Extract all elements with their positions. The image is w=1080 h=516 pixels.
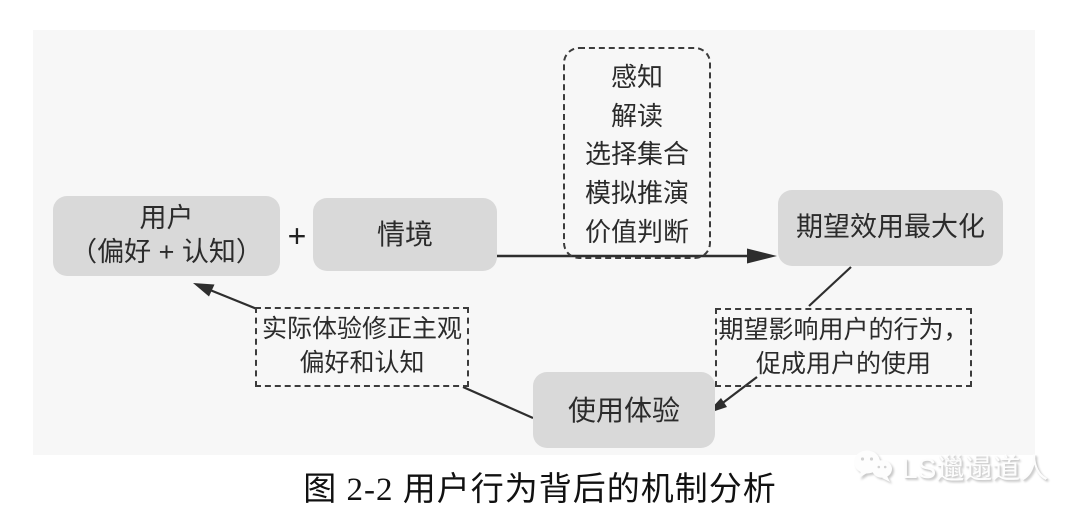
process-steps-box: 感知 解读 选择集合 模拟推演 价值判断 <box>563 47 711 259</box>
process-step-perception: 感知 <box>610 61 663 92</box>
node-experience: 使用体验 <box>533 372 715 448</box>
annotation-expectation-line2: 促成用户的使用 <box>755 349 931 378</box>
process-step-interpretation: 解读 <box>610 100 663 131</box>
annotation-feedback-line2: 偏好和认知 <box>299 349 425 377</box>
node-user: 用户 （偏好 + 认知） <box>53 196 280 276</box>
node-context-label: 情境 <box>376 219 433 250</box>
annotation-expectation-effect: 期望影响用户的行为， 促成用户的使用 <box>715 308 972 387</box>
node-expected-utility-label: 期望效用最大化 <box>796 212 985 243</box>
plus-sign: + <box>287 217 307 254</box>
figure-caption: 图 2-2 用户行为背后的机制分析 <box>303 472 777 508</box>
process-step-value-judgement: 价值判断 <box>584 217 689 248</box>
process-step-choice-set: 选择集合 <box>584 139 689 170</box>
node-experience-label: 使用体验 <box>567 394 680 426</box>
watermark: LS邋遢道人 <box>852 442 1077 492</box>
node-context: 情境 <box>313 198 497 271</box>
annotation-expectation-line1: 期望影响用户的行为， <box>718 315 969 344</box>
node-user-line1: 用户 <box>139 203 194 234</box>
node-user-line2: （偏好 + 认知） <box>70 237 263 267</box>
annotation-feedback-line1: 实际体验修正主观 <box>261 315 462 344</box>
node-expected-utility: 期望效用最大化 <box>778 190 1003 266</box>
process-step-simulation: 模拟推演 <box>584 178 689 209</box>
wechat-icon <box>854 450 892 482</box>
watermark-text: LS邋遢道人 <box>902 453 1049 484</box>
annotation-experience-feedback: 实际体验修正主观 偏好和认知 <box>255 307 469 387</box>
